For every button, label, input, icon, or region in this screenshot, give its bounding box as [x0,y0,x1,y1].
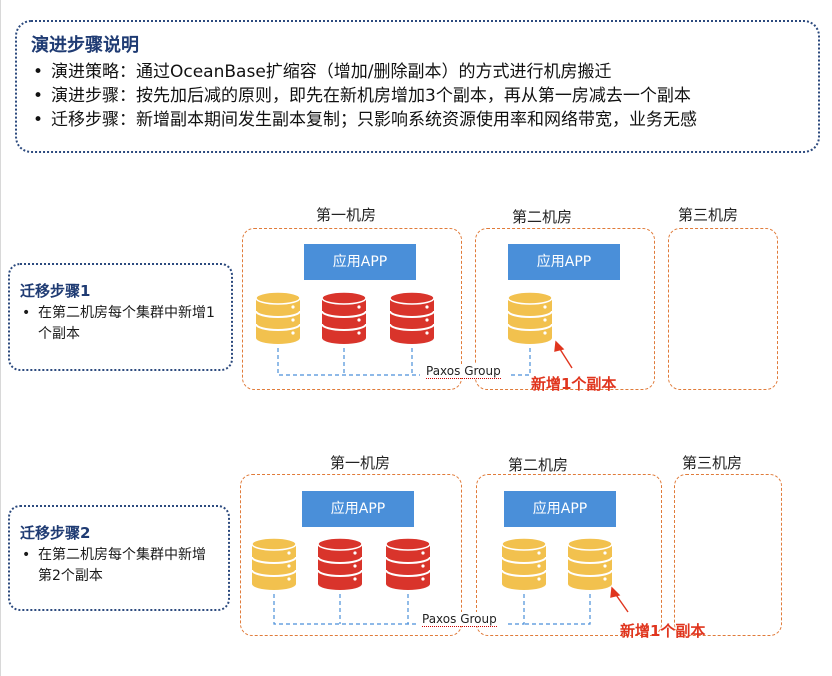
intro-item-steps: 演进步骤：按先加后减的原则，即先在新机房增加3个副本，再从第一房减去一个副本 [29,84,806,108]
step1-room2-label: 第二机房 [512,208,573,226]
step2-title: 迁移步骤2 [20,524,91,542]
database-icon [316,536,364,592]
step1-room1-label: 第一机房 [316,206,377,224]
step2-room1 [240,474,462,636]
intro-item-strategy: 演进策略：通过OceanBase扩缩容（增加/删除副本）的方式进行机房搬迁 [29,60,806,84]
database-icon [388,290,436,346]
step2-box: 迁移步骤2 在第二机房每个集群中新增第2个副本 [8,505,230,611]
step2-new-replica-label: 新增1个副本 [620,622,706,640]
database-icon [566,536,614,592]
step2-paxos-label: Paxos Group [420,612,499,627]
step1-room1-app: 应用APP [304,244,416,280]
step2-room3-label: 第三机房 [682,454,743,472]
intro-item-migration: 迁移步骤：新增副本期间发生副本复制；只影响系统资源使用率和网络带宽，业务无感 [29,108,806,132]
step1-new-replica-label: 新增1个副本 [531,375,617,393]
step1-text: 在第二机房每个集群中新增1个副本 [20,303,221,345]
step1-room3 [668,228,778,390]
step1-room2-app: 应用APP [508,244,620,280]
step2-room1-app: 应用APP [302,491,414,527]
intro-title: 演进步骤说明 [31,35,139,56]
step1-room1 [242,228,462,390]
left-edge-rule [0,0,1,676]
step1-paxos-label: Paxos Group [424,364,503,379]
database-icon [500,536,548,592]
step2-room1-label: 第一机房 [330,454,391,472]
database-icon [506,290,554,346]
step2-room3 [674,474,782,636]
step2-room2-app: 应用APP [504,491,616,527]
database-icon [320,290,368,346]
step2-text: 在第二机房每个集群中新增第2个副本 [20,545,218,587]
intro-box: 演进步骤说明 演进策略：通过OceanBase扩缩容（增加/删除副本）的方式进行… [15,20,820,153]
database-icon [250,536,298,592]
step1-room3-label: 第三机房 [678,206,739,224]
intro-list: 演进策略：通过OceanBase扩缩容（增加/删除副本）的方式进行机房搬迁 演进… [29,60,806,132]
database-icon [254,290,302,346]
step1-room2 [475,228,655,390]
step1-box: 迁移步骤1 在第二机房每个集群中新增1个副本 [8,263,233,371]
database-icon [384,536,432,592]
step2-room2-label: 第二机房 [508,456,569,474]
step1-title: 迁移步骤1 [20,282,91,300]
step2-room2 [476,474,662,636]
